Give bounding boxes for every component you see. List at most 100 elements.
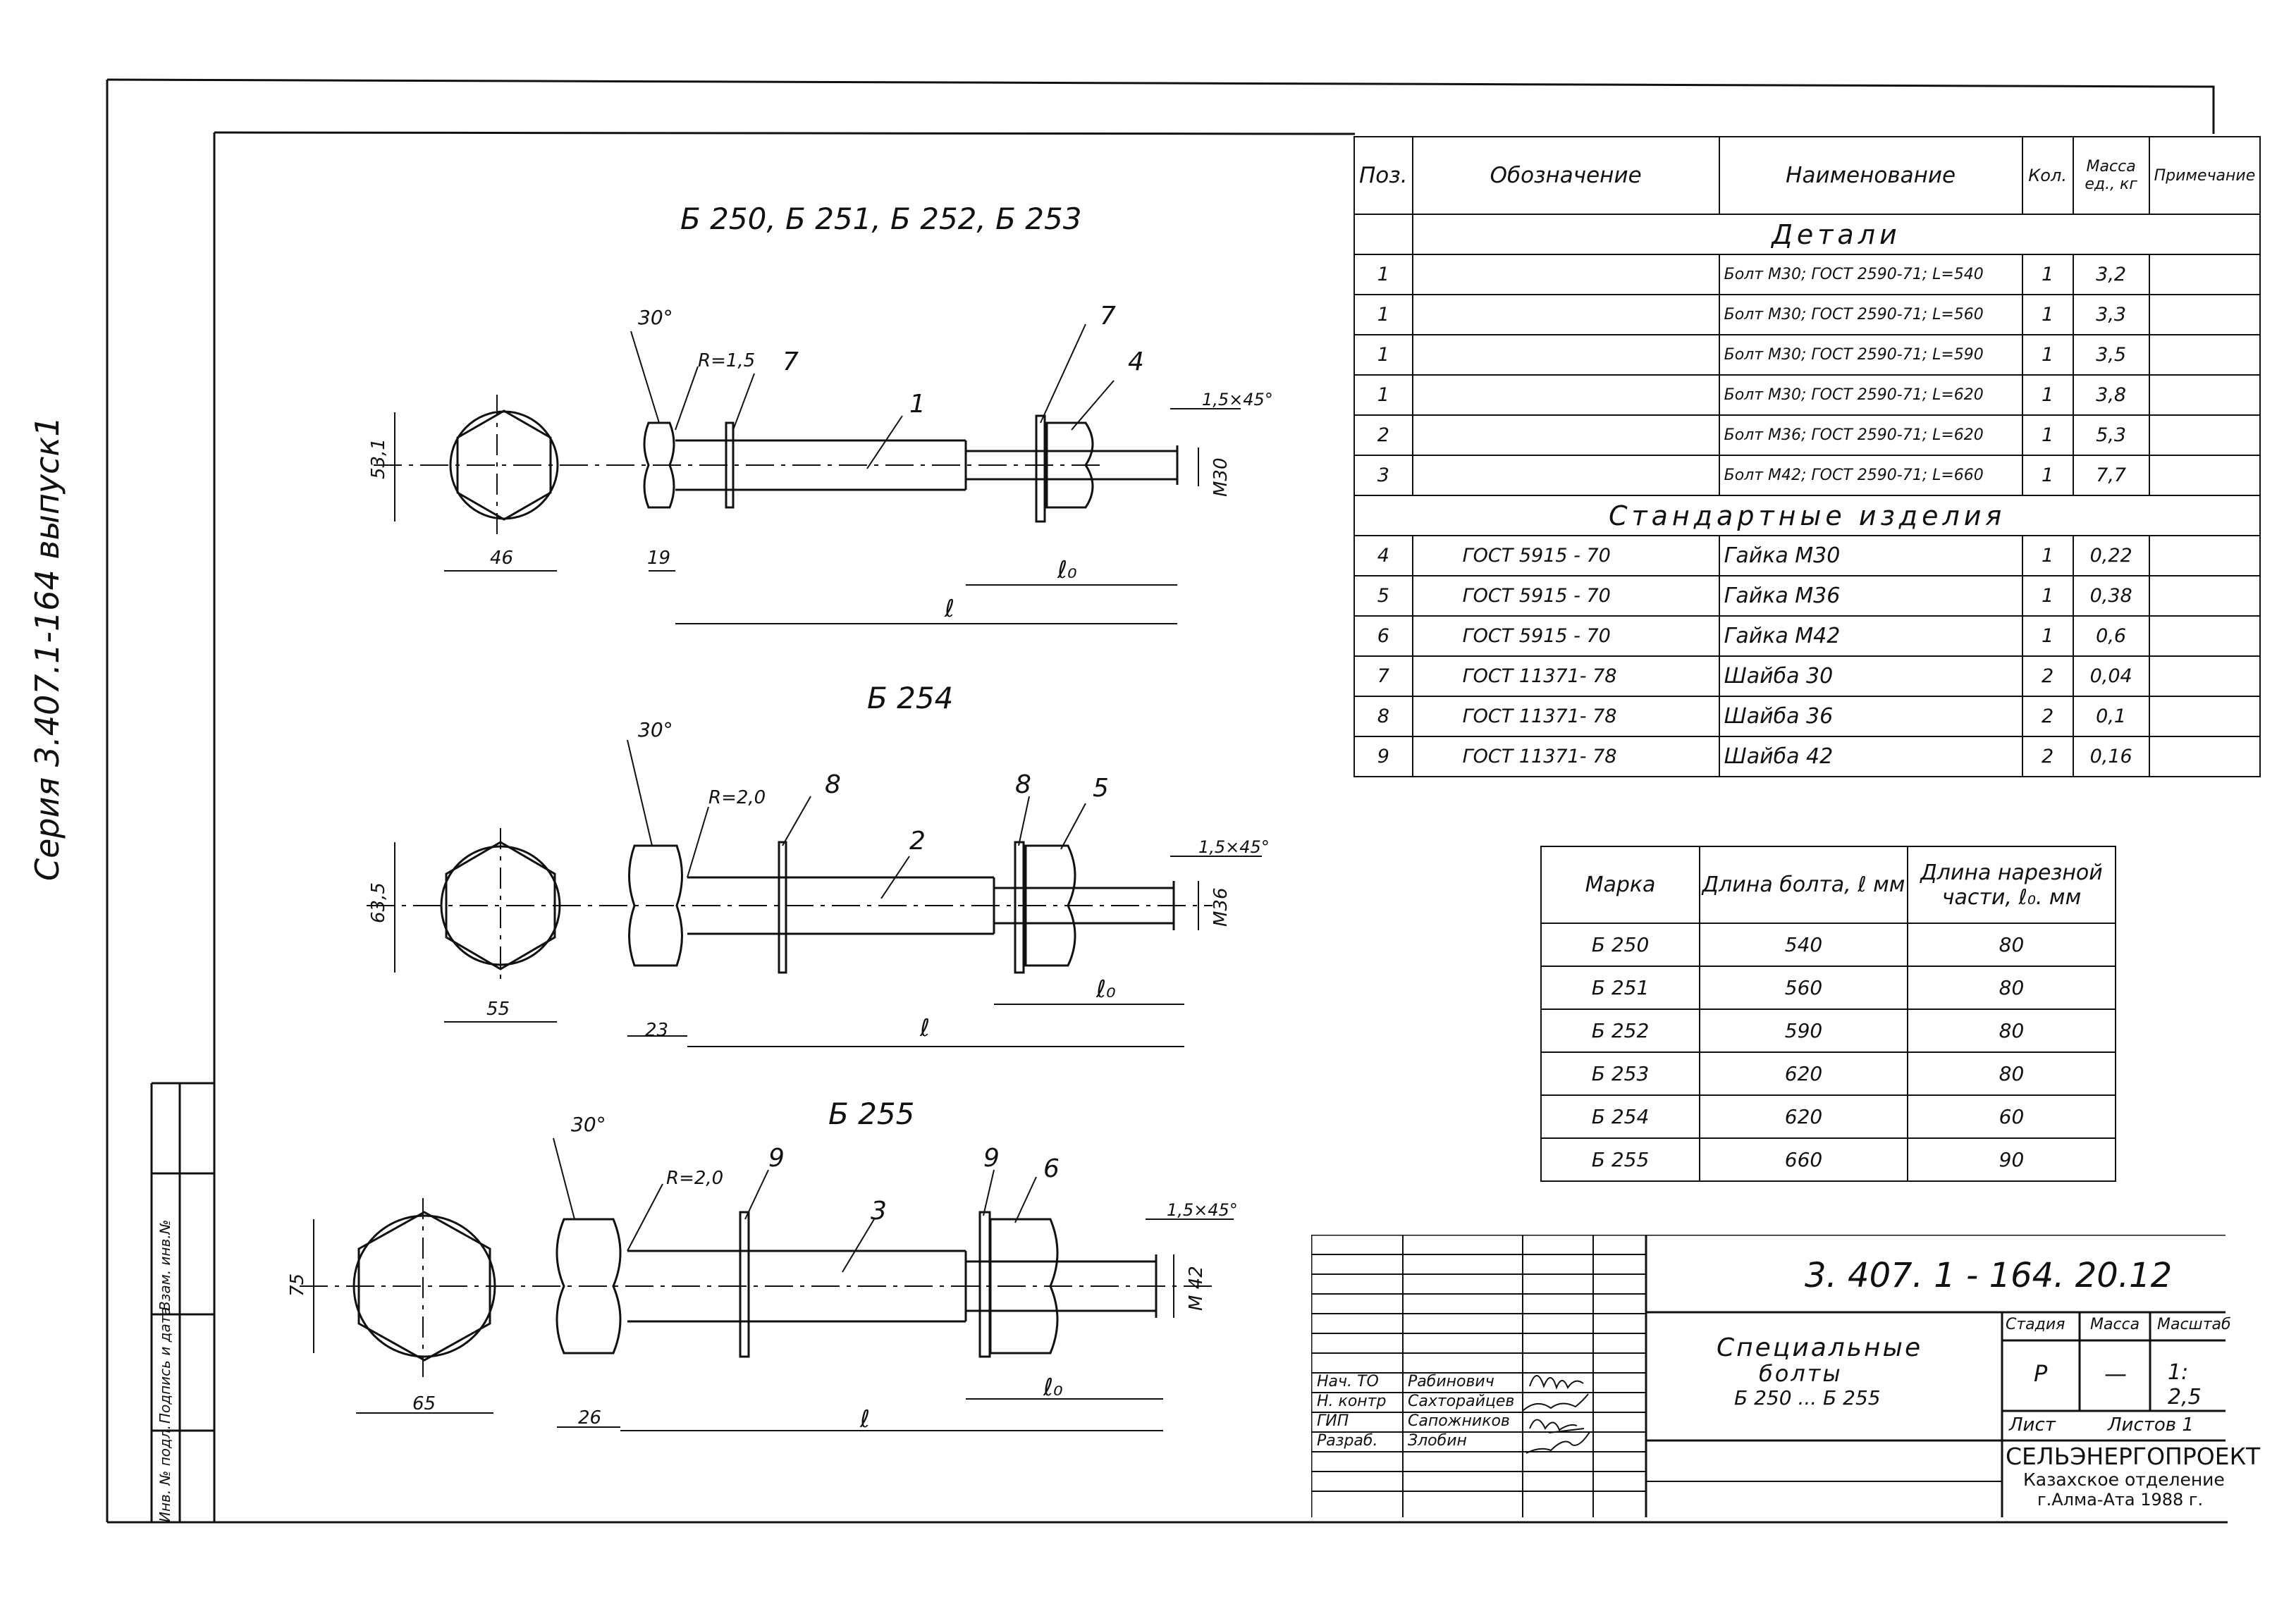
spec-name: Гайка М36	[1718, 575, 2023, 617]
tb-name-2: болты	[1759, 1360, 1843, 1387]
spec-pos: 1	[1353, 374, 1413, 416]
view-bot-radius: R=2,0	[666, 1168, 723, 1189]
spec-designation	[1411, 414, 1720, 456]
view-top-callout-4: 4	[1128, 347, 1144, 376]
spec-qty: 2	[2021, 696, 2074, 737]
spec-note	[2148, 655, 2261, 697]
spec-qty: 2	[2021, 736, 2074, 777]
spec-designation	[1411, 374, 1720, 416]
view-mid-l: ℓ	[919, 1014, 930, 1042]
tb-mass-label: Масса	[2090, 1316, 2140, 1333]
spec-name: Шайба 36	[1718, 696, 2023, 737]
spec-name: Болт М30; ГОСТ 2590-71; L=620	[1718, 374, 2023, 416]
view-mid-width: 55	[486, 999, 510, 1020]
bolt-view-bot	[300, 1137, 1234, 1431]
spec-section-std: Стандартные изделия	[1353, 495, 2261, 536]
spec-name: Болт М30; ГОСТ 2590-71; L=560	[1718, 294, 2023, 335]
view-bot-l: ℓ	[859, 1405, 870, 1433]
tb-stage-label: Стадия	[2006, 1316, 2065, 1333]
spec-designation	[1411, 455, 1720, 496]
spec-pos: 8	[1353, 696, 1413, 737]
length-bolt: 660	[1699, 1137, 1908, 1182]
spec-pos: 1	[1353, 334, 1413, 376]
spec-header: Поз. Обозначение Наименование Кол. Масса…	[1353, 136, 2261, 215]
view-mid-callout-8b: 8	[1015, 770, 1031, 799]
view-bot-callout-9a: 9	[768, 1144, 785, 1173]
length-mark: Б 252	[1540, 1008, 1700, 1053]
view-top-l0: ℓ₀	[1057, 556, 1077, 584]
length-mark: Б 254	[1540, 1094, 1700, 1139]
spec-pos: 7	[1353, 655, 1413, 697]
view-bot-callout-9b: 9	[983, 1144, 1000, 1173]
view-bot-width: 65	[412, 1393, 436, 1414]
view-bot-callout-6: 6	[1043, 1154, 1060, 1183]
spec-note	[2148, 294, 2261, 335]
spec-pos: 4	[1353, 535, 1413, 576]
spec-name: Болт М36; ГОСТ 2590-71; L=620	[1718, 414, 2023, 456]
spec-pos: 1	[1353, 294, 1413, 335]
spec-designation: ГОСТ 11371- 78	[1411, 736, 1720, 777]
length-mark: Б 255	[1540, 1137, 1700, 1182]
view-mid-height: 63,5	[368, 882, 389, 923]
spec-mass: 3,5	[2072, 334, 2150, 376]
length-bolt: 560	[1699, 966, 1908, 1010]
spec-table: Поз. Обозначение Наименование Кол. Масса…	[1353, 136, 2261, 777]
spec-note	[2148, 455, 2261, 496]
spec-note	[2148, 575, 2261, 617]
length-header-bolt: Длина болта, ℓ мм	[1699, 846, 1908, 924]
tb-signer-role: Нач. ТО	[1317, 1373, 1379, 1390]
view-bot-callout-3: 3	[871, 1197, 887, 1226]
view-mid-callout-2: 2	[909, 827, 926, 856]
view-bot-head: 26	[578, 1407, 601, 1429]
length-thread: 60	[1907, 1094, 2116, 1139]
spec-pos: 2	[1353, 414, 1413, 456]
length-mark: Б 251	[1540, 966, 1700, 1010]
spec-header-mass: Масса ед., кг	[2072, 136, 2150, 215]
view-top-angle: 30°	[638, 306, 673, 329]
spec-mass: 0,38	[2072, 575, 2150, 617]
tb-signer-role: Разраб.	[1317, 1432, 1378, 1450]
spec-mass: 0,6	[2072, 615, 2150, 657]
spec-designation	[1411, 294, 1720, 335]
spec-note	[2148, 736, 2261, 777]
view-mid-radius: R=2,0	[708, 787, 766, 808]
signature-marks	[1522, 1375, 1590, 1454]
spec-designation	[1411, 254, 1720, 295]
tb-signer-role: Н. контр	[1317, 1393, 1387, 1410]
spec-designation: ГОСТ 11371- 78	[1411, 655, 1720, 697]
view-top-chamfer: 1,5×45°	[1202, 390, 1273, 409]
spec-pos: 5	[1353, 575, 1413, 617]
spec-mass: 0,1	[2072, 696, 2150, 737]
spec-mass: 0,22	[2072, 535, 2150, 576]
view-bot-l0: ℓ₀	[1043, 1374, 1063, 1402]
spec-header-qty: Кол.	[2021, 136, 2074, 215]
view-mid-l0: ℓ₀	[1095, 975, 1116, 1004]
view-top-title: Б 250, Б 251, Б 252, Б 253	[680, 202, 1081, 236]
spec-designation: ГОСТ 11371- 78	[1411, 696, 1720, 737]
length-mark: Б 253	[1540, 1051, 1700, 1096]
spec-pos: 6	[1353, 615, 1413, 657]
view-mid-thread: М36	[1210, 887, 1232, 927]
view-bot-thread: М 42	[1186, 1266, 1207, 1311]
spec-name: Шайба 42	[1718, 736, 2023, 777]
spec-qty: 1	[2021, 535, 2074, 576]
length-bolt: 590	[1699, 1008, 1908, 1053]
length-mark: Б 250	[1540, 923, 1700, 967]
length-bolt: 540	[1699, 923, 1908, 967]
spec-note	[2148, 254, 2261, 295]
spec-qty: 1	[2021, 575, 2074, 617]
